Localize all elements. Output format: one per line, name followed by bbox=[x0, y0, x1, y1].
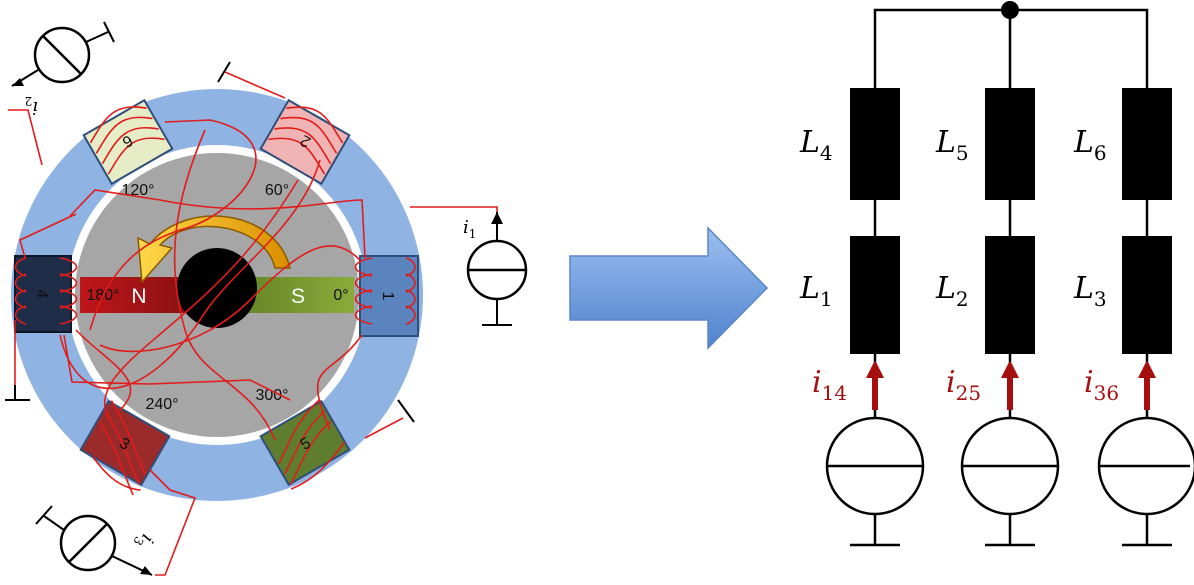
current-source-i2: i2 bbox=[11, 21, 115, 118]
winding-wires bbox=[8, 71, 498, 576]
label-i36: i36 bbox=[1084, 365, 1119, 405]
inductor-l2 bbox=[985, 236, 1035, 354]
coil-1: 1 bbox=[354, 255, 419, 337]
circuit-diagram: L4 L5 L6 L1 L2 L3 i14 i25 i36 bbox=[799, 1, 1194, 547]
south-pole-label: S bbox=[291, 285, 305, 308]
angle-240: 240° bbox=[145, 396, 178, 413]
coil-4: 4 bbox=[14, 255, 78, 333]
label-l5: L5 bbox=[935, 125, 969, 165]
coil-1-number: 1 bbox=[379, 292, 396, 301]
coil-6: 6 bbox=[82, 98, 174, 186]
label-l4: L4 bbox=[799, 125, 833, 165]
coil-4-number: 4 bbox=[33, 290, 50, 299]
label-i25: i25 bbox=[946, 365, 981, 405]
terminal-top bbox=[217, 61, 231, 83]
coil-3: 3 bbox=[79, 399, 171, 496]
inductor-l6 bbox=[1122, 88, 1172, 200]
current-source-i25 bbox=[960, 410, 1060, 547]
label-l3: L3 bbox=[1073, 271, 1107, 311]
angle-0: 0° bbox=[333, 287, 348, 304]
label-l2: L2 bbox=[935, 271, 969, 311]
current-source-i14 bbox=[825, 410, 925, 547]
coil-2: 2 bbox=[259, 98, 351, 186]
current-source-i3: i3 bbox=[35, 505, 158, 576]
i3-label: i3 bbox=[130, 529, 157, 553]
label-l1: L1 bbox=[799, 271, 833, 311]
angle-60: 60° bbox=[265, 182, 289, 199]
current-source-i1: i1 bbox=[463, 212, 528, 326]
i2-label: i2 bbox=[25, 94, 38, 118]
i1-label: i1 bbox=[463, 217, 476, 241]
inductor-l3 bbox=[1122, 236, 1172, 354]
label-i14: i14 bbox=[812, 365, 847, 405]
rotor-shaft bbox=[177, 248, 257, 328]
label-l6: L6 bbox=[1073, 125, 1107, 165]
current-source-i36 bbox=[1097, 410, 1194, 547]
north-pole-label: N bbox=[131, 285, 146, 308]
inductor-l1 bbox=[850, 236, 900, 354]
current-arrow-i36 bbox=[1138, 360, 1156, 410]
current-arrow-i25 bbox=[1001, 360, 1019, 410]
motor-diagram: 1 4 2 6 3 5 bbox=[5, 21, 528, 576]
terminal-right bbox=[397, 399, 415, 423]
inductor-l4 bbox=[850, 88, 900, 200]
current-arrow-i14 bbox=[866, 360, 884, 410]
angle-300: 300° bbox=[255, 387, 288, 404]
inductor-l5 bbox=[985, 88, 1035, 200]
junction-node bbox=[1001, 1, 1019, 19]
transform-arrow bbox=[569, 226, 769, 350]
